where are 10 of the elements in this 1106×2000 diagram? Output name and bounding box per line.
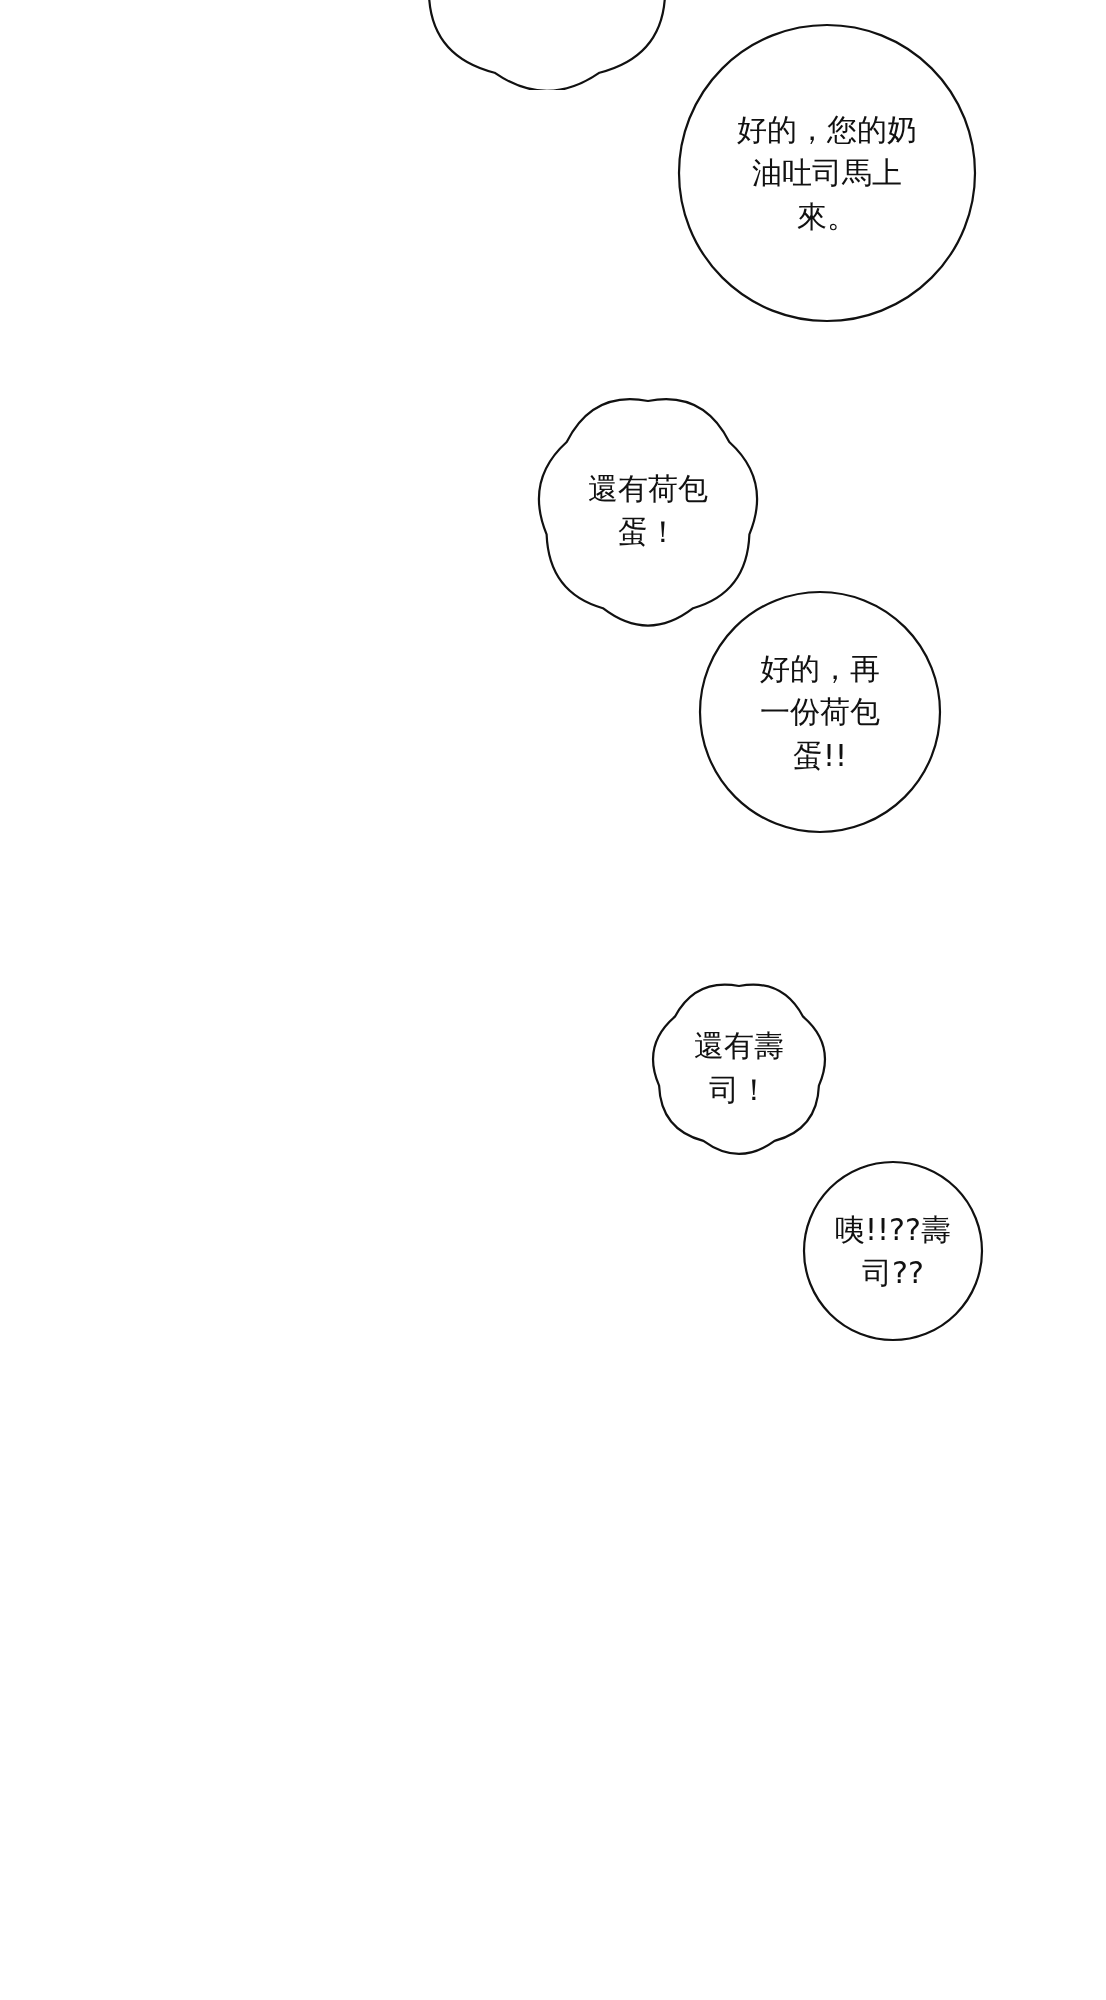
cloud-speech-bubble <box>538 395 758 625</box>
round-speech-bubble <box>802 1160 984 1342</box>
dialogue-text: 還有壽司！ <box>693 1027 785 1109</box>
cloud-speech-bubble <box>651 980 827 1155</box>
round-speech-bubble <box>677 23 977 323</box>
round-speech-bubble <box>698 590 942 834</box>
dialogue-text: 還有荷包蛋！ <box>587 469 709 551</box>
dialogue-text: 好的，您的奶油吐司馬上來。 <box>736 110 918 236</box>
dialogue-text: 好的，再一份荷包蛋!! <box>759 649 881 775</box>
dialogue-text: 咦!!??壽司?? <box>834 1210 952 1292</box>
